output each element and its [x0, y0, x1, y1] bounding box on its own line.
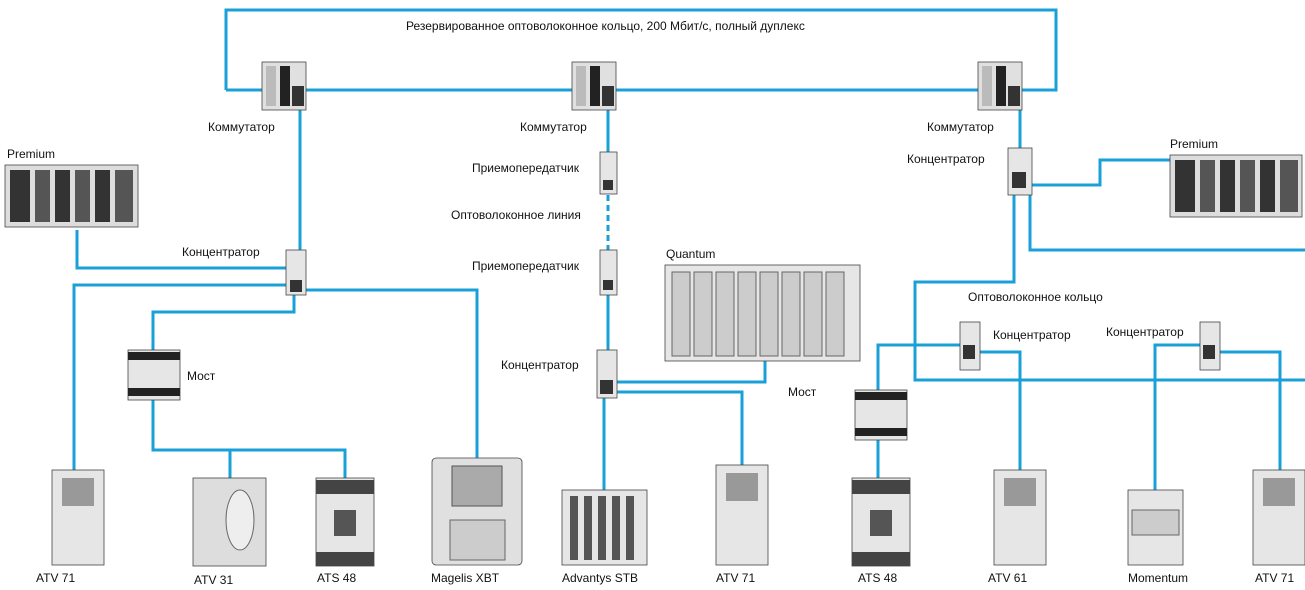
atv71-a-label: ATV 71	[36, 571, 75, 585]
atv61-label: ATV 61	[988, 571, 1027, 585]
link-hub-quantum	[612, 360, 767, 384]
redundant-fiber-ring	[224, 8, 1058, 92]
momentum-module	[1127, 489, 1184, 566]
momentum-label: Momentum	[1128, 571, 1188, 585]
hub-ring-a-label: Концентратор	[993, 328, 1071, 342]
hub-ring-b-label: Концентратор	[1106, 325, 1184, 339]
network-links	[72, 8, 1305, 490]
advantys-stb	[561, 489, 648, 566]
quantum-label: Quantum	[666, 247, 715, 261]
fiber-line-label: Оптоволоконное линия	[451, 208, 581, 222]
link-hub-bridge	[151, 292, 296, 350]
switch-right	[977, 61, 1023, 111]
hub-left	[285, 249, 307, 296]
transceiver-bottom	[599, 249, 618, 296]
fiber-ring-left	[913, 195, 1305, 382]
premium-right-rack	[1169, 154, 1303, 218]
hub-ring-b	[1199, 321, 1221, 371]
link-hub-magelis	[300, 288, 479, 460]
hub-middle	[596, 349, 618, 399]
hub-left-label: Концентратор	[182, 245, 260, 259]
switch-middle	[571, 61, 617, 111]
link-bridge-ats48	[151, 400, 347, 478]
transceiver-top	[599, 151, 618, 195]
link-premium-left-hub	[75, 230, 290, 270]
link-ring-hub-b-momentum	[1153, 343, 1205, 490]
bridge-left-label: Мост	[187, 369, 216, 383]
hub-right-top	[1007, 147, 1033, 196]
advantys-label: Advantys STB	[562, 571, 638, 585]
premium-left-rack	[4, 164, 139, 228]
link-hub-premium-right	[1026, 158, 1170, 187]
atv71-b-label: ATV 71	[716, 571, 755, 585]
labels: Резервированное оптоволоконное кольцо, 2…	[7, 19, 1294, 587]
magelis-label: Magelis XBT	[431, 571, 500, 585]
atv31-drive	[192, 477, 267, 567]
ats48-b-starter	[851, 477, 911, 567]
hub-ring-a	[959, 321, 981, 371]
premium-left-label: Premium	[7, 147, 55, 161]
hub-middle-label: Концентратор	[501, 358, 579, 372]
premium-right-label: Premium	[1170, 137, 1218, 151]
atv71-b-drive	[715, 464, 769, 566]
switch-left-label: Коммутатор	[208, 120, 275, 134]
bridge-right	[854, 389, 908, 441]
fiber-ring-label: Оптоволоконное кольцо	[968, 290, 1103, 304]
ring-label: Резервированное оптоволоконное кольцо, 2…	[406, 19, 805, 33]
atv71-c-drive	[1252, 469, 1305, 566]
magelis-terminal	[431, 457, 523, 566]
bridge-left	[127, 349, 181, 401]
link-ring-hub-a-bridge	[876, 343, 962, 390]
atv31-label: ATV 31	[194, 573, 233, 587]
ats48-b-label: ATS 48	[858, 571, 897, 585]
atv71-c-label: ATV 71	[1255, 571, 1294, 585]
transceiver-top-label: Приемопередатчик	[472, 161, 580, 175]
ats48-a-starter	[315, 477, 375, 567]
switch-right-label: Коммутатор	[927, 120, 994, 134]
link-ring-hub-b-atv71-c	[1215, 350, 1282, 470]
fiber-ring-right	[1028, 195, 1305, 252]
atv61-drive	[993, 469, 1047, 566]
bridge-right-label: Мост	[788, 385, 817, 399]
transceiver-bottom-label: Приемопередатчик	[472, 259, 580, 273]
link-hub-atv71-a	[72, 283, 292, 470]
switch-left	[261, 61, 307, 111]
quantum-rack	[664, 264, 861, 362]
hub-right-top-label: Концентратор	[907, 152, 985, 166]
atv71-a-drive	[51, 469, 105, 566]
switch-middle-label: Коммутатор	[520, 120, 587, 134]
link-ring-hub-a-atv61	[974, 350, 1022, 470]
ats48-a-label: ATS 48	[317, 571, 356, 585]
link-hub-atv71-b	[612, 390, 744, 465]
